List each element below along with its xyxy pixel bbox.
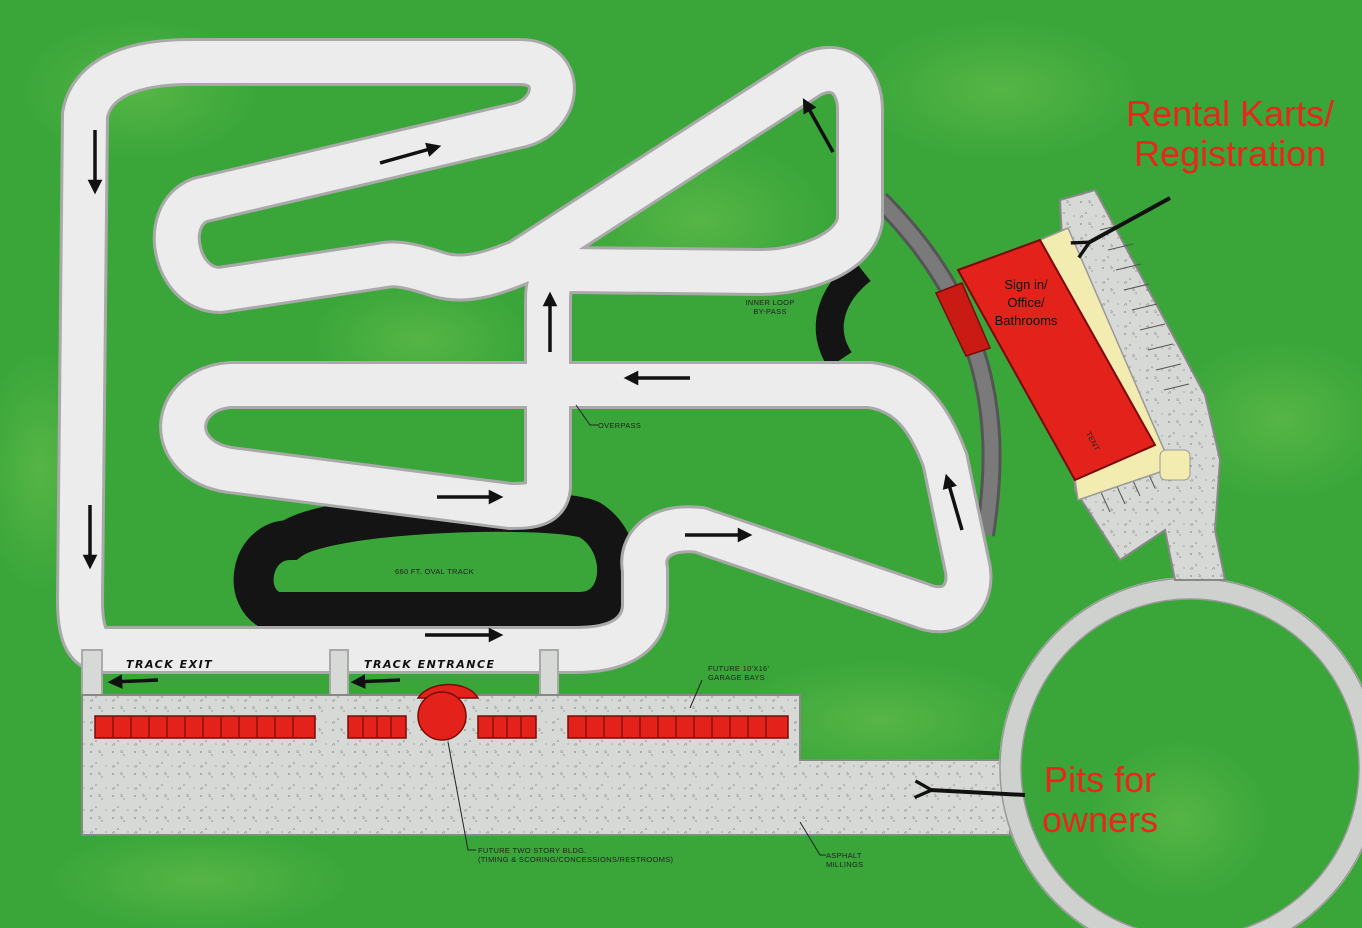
garage-line1: FUTURE 10'x16': [708, 664, 770, 673]
leader-lines: [447, 404, 826, 856]
bldg-line1: FUTURE TWO STORY BLDG.: [478, 846, 587, 855]
office-label: Sign in/ Office/ Bathrooms: [978, 276, 1074, 330]
asphalt-millings-label: ASPHALT MILLINGS: [826, 851, 863, 869]
rental-karts-label: Rental Karts/ Registration: [1110, 94, 1350, 174]
direction-arrow-icon: [350, 674, 401, 689]
office-line2: Office/: [1007, 295, 1045, 310]
pointer-arrows: [930, 196, 1171, 795]
garage-bays-label: FUTURE 10'x16' GARAGE BAYS: [708, 664, 769, 682]
pits-line2: owners: [1041, 799, 1159, 840]
track-entrance-label: TRACK ENTRANCE: [364, 658, 496, 671]
oval-track-label: 660 FT. OVAL TRACK: [395, 567, 475, 576]
inner-loop-line2: BY-PASS: [753, 307, 787, 316]
inner-loop-bypass: [815, 258, 872, 368]
direction-arrow-icon: [802, 98, 835, 153]
inner-loop-line1: INNER LOOP: [745, 298, 795, 307]
office-line3: Bathrooms: [994, 313, 1058, 328]
office-building: [956, 238, 1157, 482]
entry-canopy: [934, 282, 992, 357]
asphalt-line1: ASPHALT: [826, 851, 862, 860]
road-course: [56, 38, 993, 674]
pits-for-owners-label: Pits for owners: [1030, 760, 1170, 840]
overpass-label: OVERPASS: [598, 421, 642, 430]
parking-stripes: [1099, 223, 1190, 513]
pointer-arrow-icon: [1088, 196, 1171, 243]
future-building-label: FUTURE TWO STORY BLDG. (TIMING & SCORING…: [478, 846, 673, 864]
future-building: [416, 683, 480, 741]
inner-loop-label: INNER LOOP BY-PASS: [738, 298, 802, 316]
pits-line1: Pits for: [1043, 759, 1157, 800]
pit-lanes: [81, 649, 559, 701]
asphalt-line2: MILLINGS: [826, 860, 864, 869]
rental-karts-line2: Registration: [1133, 133, 1327, 174]
direction-arrow-icon: [942, 473, 964, 531]
direction-arrows: [82, 98, 964, 689]
office-line1: Sign in/: [1004, 277, 1048, 292]
rental-karts-line1: Rental Karts/: [1125, 93, 1335, 134]
direction-arrow-icon: [107, 674, 159, 689]
track-exit-label: TRACK EXIT: [126, 658, 214, 671]
bldg-line2: (TIMING & SCORING/CONCESSIONS/RESTROOMS): [478, 855, 674, 864]
grass-texture: [0, 20, 1362, 928]
direction-arrow-icon: [379, 142, 442, 165]
garage-line2: GARAGE BAYS: [708, 673, 765, 682]
pointer-arrow-icon: [930, 790, 1026, 795]
circular-drive: [999, 577, 1362, 928]
